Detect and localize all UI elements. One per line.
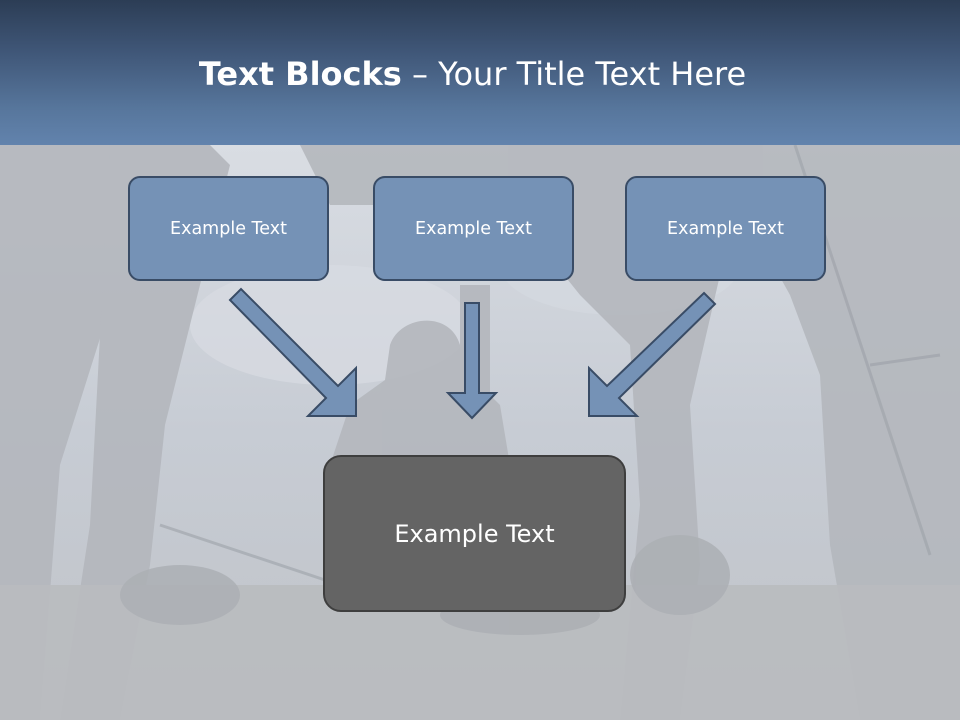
title-band <box>0 0 960 145</box>
text-block-1[interactable]: Example Text <box>128 176 329 281</box>
main-text-block[interactable]: Example Text <box>323 455 626 612</box>
title-rest-part: – Your Title Text Here <box>401 55 747 93</box>
text-block-2[interactable]: Example Text <box>373 176 574 281</box>
main-text-block-label: Example Text <box>394 519 555 548</box>
text-block-3[interactable]: Example Text <box>625 176 826 281</box>
title-bold-part: Text Blocks <box>198 55 402 93</box>
text-block-3-label: Example Text <box>667 218 784 239</box>
text-block-2-label: Example Text <box>415 218 532 239</box>
arrow-down-left-icon <box>588 291 717 417</box>
arrow-down-right-icon <box>228 287 357 417</box>
arrow-down-icon <box>445 302 499 420</box>
slide-title: Text Blocks – Your Title Text Here <box>0 52 945 96</box>
text-block-1-label: Example Text <box>170 218 287 239</box>
